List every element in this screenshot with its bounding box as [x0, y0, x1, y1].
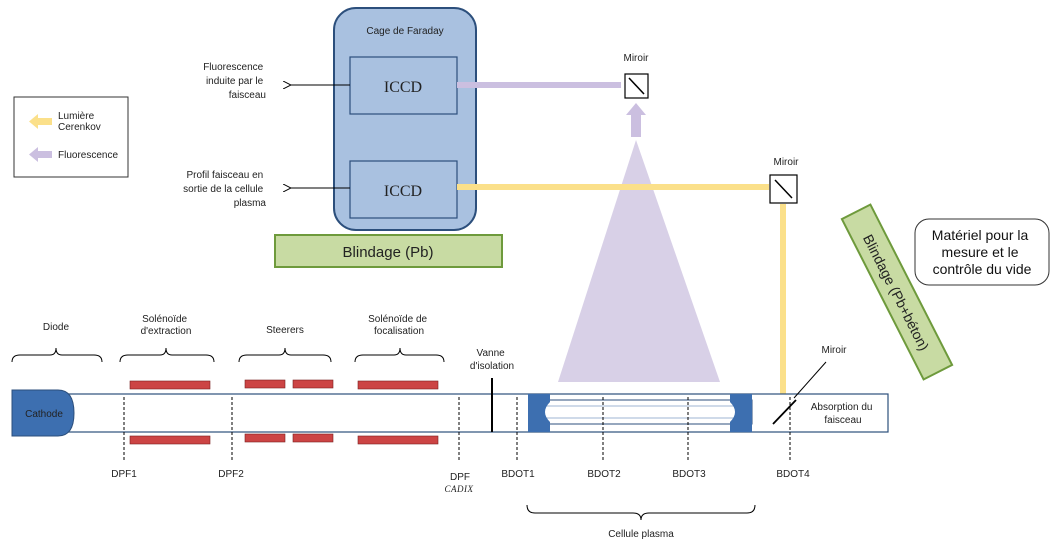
beam-pipe — [39, 393, 889, 433]
legend-fluorescence-arrow-shaft — [38, 151, 52, 158]
plasma-cell-flange-right — [730, 394, 752, 432]
fluorescence-beam-vertical — [631, 115, 641, 137]
brace-solenoid-focalisation — [354, 347, 445, 363]
iccd-top-label: ICCD — [384, 79, 422, 96]
iccd-top — [349, 56, 458, 115]
cathode-label: Cathode — [25, 409, 63, 420]
iccd-bottom — [349, 160, 458, 219]
section-vanne: Vanne d'isolation — [470, 348, 514, 372]
legend-cerenkov-arrow-shaft — [38, 118, 52, 125]
coil-focalisation-top — [357, 380, 439, 390]
coil-steerer-1-top — [244, 379, 286, 389]
cadix-label: CADIX — [445, 484, 474, 494]
legend-fluorescence-label: Fluorescence — [58, 150, 118, 161]
fluorescence-beam-arrowhead — [626, 103, 646, 115]
shield-pb — [274, 234, 503, 268]
coil-extraction-top — [129, 380, 211, 390]
brace-diode — [11, 347, 103, 363]
vacuum-equipment-box — [914, 218, 1050, 286]
plasma-cell-flange-left — [528, 394, 550, 432]
bdot2-label: BDOT2 — [587, 469, 621, 480]
legend-cerenkov-arrow-head — [29, 114, 38, 129]
legend-fluorescence-arrow-head — [29, 147, 38, 162]
dpf-label: DPF — [450, 472, 470, 483]
iccd-bottom-label: ICCD — [384, 183, 422, 200]
label-fluorescence-induite: Fluorescence induite par le faisceau — [203, 62, 266, 101]
mirror-right-label: Miroir — [774, 157, 800, 168]
cerenkov-beam-vertical — [780, 204, 786, 400]
mirror-top-surface — [628, 77, 645, 95]
absorption-label: Absorption du faisceau — [811, 402, 876, 426]
fluorescence-cone — [558, 140, 720, 382]
bdot3-label: BDOT3 — [672, 469, 706, 480]
label-profil-faisceau: Profil faisceau en sortie de la cellule … — [183, 170, 266, 209]
mirror-right-surface — [774, 179, 793, 199]
dpf1-label: DPF1 — [111, 469, 137, 480]
mirror-beam-pointer — [793, 361, 827, 399]
mirror-beam — [772, 399, 797, 425]
legend-cerenkov-label: Lumière Cerenkov — [58, 111, 101, 133]
mirror-top-label: Miroir — [624, 53, 650, 64]
brace-plasma-cell — [526, 504, 756, 521]
vacuum-equipment-label: Matériel pour la mesure et le contrôle d… — [932, 227, 1032, 277]
bdot1-label: BDOT1 — [501, 469, 535, 480]
coil-steerer-2-bottom — [292, 433, 334, 443]
faraday-cage-title: Cage de Faraday — [366, 26, 443, 37]
mirror-beam-label: Miroir — [822, 345, 848, 356]
brace-solenoid-extraction — [119, 347, 215, 363]
coil-steerer-1-bottom — [244, 433, 286, 443]
fluorescence-beam-horizontal — [457, 82, 621, 88]
cathode — [11, 389, 75, 437]
section-solenoid-focalisation: Solénoïde de focalisation — [368, 314, 430, 337]
section-diode: Diode — [43, 322, 70, 333]
plasma-cell-label: Cellule plasma — [608, 529, 674, 540]
coil-focalisation-bottom — [357, 435, 439, 445]
brace-steerers — [238, 347, 332, 363]
dpf2-label: DPF2 — [218, 469, 244, 480]
coil-steerer-2-top — [292, 379, 334, 389]
shield-pb-label: Blindage (Pb) — [343, 244, 434, 261]
plasma-cell-tube — [531, 399, 753, 425]
coil-extraction-bottom — [129, 435, 211, 445]
legend-box — [13, 96, 129, 178]
section-steerers: Steerers — [266, 325, 304, 336]
section-solenoid-extraction: Solénoïde d'extraction — [141, 314, 192, 337]
cerenkov-beam-horizontal — [457, 184, 769, 190]
bdot4-label: BDOT4 — [776, 469, 810, 480]
